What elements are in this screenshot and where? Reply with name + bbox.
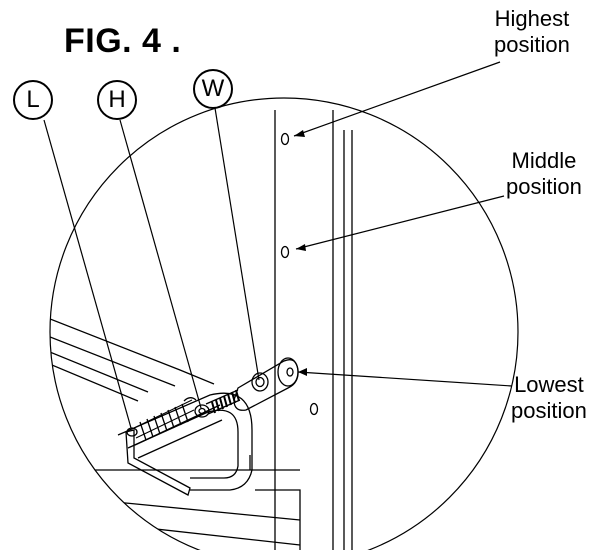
spring: [126, 397, 197, 441]
threaded-rod: [205, 389, 241, 415]
hole-highest: [280, 132, 290, 146]
leader-l: [43, 119, 132, 429]
bracket-nut-hole: [255, 376, 265, 388]
leader-h: [119, 119, 202, 409]
frame-rail-top: [50, 314, 215, 385]
clipped-detail: [50, 110, 353, 550]
frame-rail-lower: [50, 347, 149, 393]
part-bubble-w: W: [193, 69, 233, 109]
curved-tube-outer: [117, 392, 253, 491]
washer-hole: [198, 407, 206, 415]
base-mid-edge: [94, 499, 301, 521]
callout-middle-line1: Middle: [511, 148, 577, 173]
callout-middle-position: Middle position: [506, 148, 582, 200]
callout-lowest-line2: position: [511, 398, 587, 423]
curved-tube-inner: [127, 409, 239, 479]
callout-highest-position: Highest position: [494, 6, 570, 58]
callout-lowest-position: Lowest position: [511, 372, 587, 424]
bracket-end-hole: [286, 367, 294, 377]
part-bubble-l: L: [13, 80, 53, 120]
base-right-block: [249, 455, 301, 550]
leaders: [43, 61, 513, 429]
frame-rail-mid: [50, 332, 176, 387]
callout-middle-line2: position: [506, 174, 582, 199]
hole-lowest: [309, 402, 319, 416]
base-bottom-edge: [119, 524, 301, 546]
leader-w: [214, 107, 260, 381]
washer: [194, 404, 210, 418]
callout-highest-line2: position: [494, 32, 570, 57]
hook-rod-bend: [134, 404, 223, 459]
callout-highest-line1: Highest: [494, 6, 570, 31]
detail-circle: [49, 97, 519, 550]
bracket-nut: [251, 372, 269, 392]
leader-highest: [293, 61, 501, 137]
leader-middle: [295, 195, 505, 250]
callout-lowest-line1: Lowest: [514, 372, 584, 397]
bracket-body: [233, 359, 299, 411]
leader-lowest: [297, 371, 513, 387]
bracket-end: [277, 357, 299, 387]
hole-middle: [280, 245, 290, 259]
figure-title: FIG. 4 .: [64, 22, 182, 60]
part-bubble-h: H: [97, 80, 137, 120]
hook-rod: [125, 429, 191, 496]
